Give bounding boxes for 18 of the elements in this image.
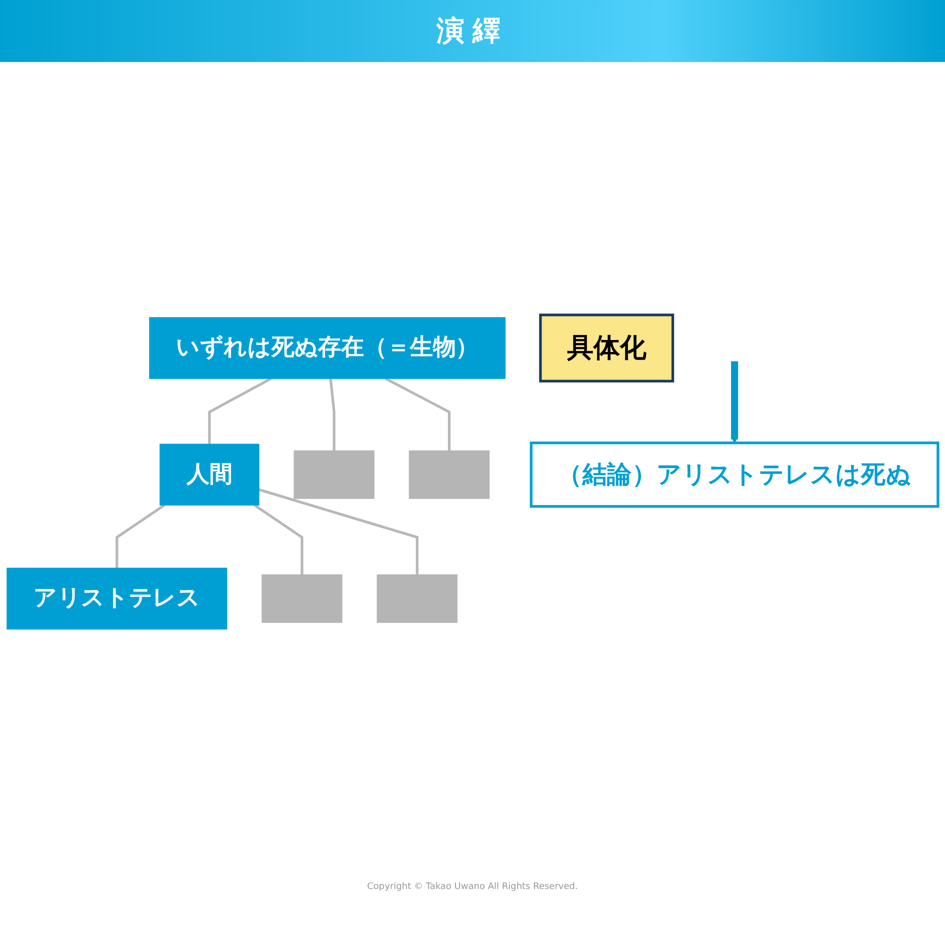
node-box	[408, 450, 490, 499]
arrow	[730, 361, 738, 444]
node-box: アリストテレス	[6, 568, 228, 630]
connector	[116, 504, 166, 568]
node-box	[376, 574, 458, 623]
title: 演繹	[0, 0, 945, 62]
connector	[258, 488, 418, 575]
connector	[384, 377, 451, 451]
node-box: いずれは死ぬ存在（＝生物）	[149, 317, 506, 379]
connector	[329, 378, 336, 451]
node-box: （結論）アリストテレスは死ぬ	[530, 442, 940, 508]
copyright-note: Copyright © Takao Uwano All Rights Reserved.	[366, 882, 579, 892]
connector	[208, 377, 272, 444]
node-box	[294, 450, 374, 499]
node-box: 人間	[160, 444, 260, 506]
connector	[254, 504, 304, 575]
node-box: 具体化	[539, 314, 674, 382]
node-box	[262, 574, 342, 623]
